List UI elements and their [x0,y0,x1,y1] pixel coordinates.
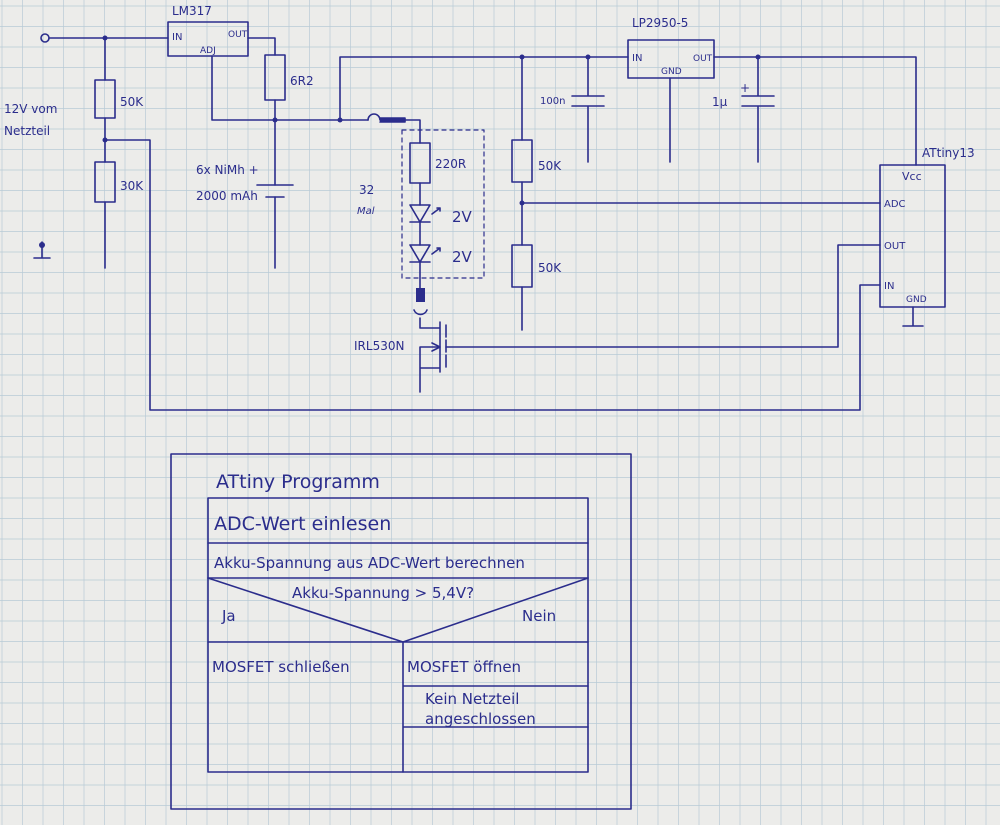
attiny13-pin-gnd: GND [906,295,927,305]
mosfet-irl530n [419,317,447,393]
lp2950-pin-gnd: GND [661,67,682,77]
lm317-pin-out: OUT [228,30,248,40]
circuit-schematic: 12V vom Netzteil LM317 IN OUT ADJ 6R2 6x… [4,4,975,411]
lp2950-pin-out: OUT [693,54,713,64]
flowchart-no-note-line2: angeschlossen [425,710,536,728]
resistor-50k-input [94,79,116,119]
capacitor-1u [741,56,775,163]
flowchart-block [207,497,589,773]
wire-ldo-input [339,56,629,121]
wire-divider-to-mcu-in [104,139,881,411]
flowchart-title: ATtiny Programm [216,471,380,493]
resistor-220r-label: 220R [435,157,466,171]
flowchart-condition: Akku-Spannung > 5,4V? [292,584,474,602]
battery-label-line2: 2000 mAh [196,189,258,203]
attiny13-pin-adc: ADC [884,199,906,210]
mosfet-label: IRL530N [354,339,404,353]
wire-lm317-out [247,37,276,56]
lm317-pin-in: IN [172,32,182,43]
resistor-50k-adc-top-label: 50K [538,159,562,173]
led2-symbol [409,244,431,263]
mosfet-arrow [431,342,441,352]
attiny13-pin-vcc: Vcc [902,170,922,183]
resistor-50k-adc-bottom [511,244,533,288]
battery-symbol [256,184,294,198]
connector-symbol-lower [413,309,428,316]
connector-symbol [367,113,381,121]
led1-symbol [409,204,431,223]
led2-voltage: 2V [452,248,473,266]
resistor-220r [409,142,431,184]
program-flowchart: ATtiny Programm ADC-Wert einlesen Akku-S… [170,453,632,810]
led1-voltage: 2V [452,208,473,226]
flowchart-step2: Akku-Spannung aus ADC-Wert berechnen [214,554,525,572]
wire-ldo-out-to-vcc [713,56,917,166]
junction-dot [272,117,278,123]
lm317-name: LM317 [172,4,212,18]
led2-emission-arrow [431,247,441,255]
flowchart-yes: Ja [221,607,236,625]
input-label-line1: 12V vom [4,102,57,116]
resistor-6r2-label: 6R2 [290,74,314,88]
lm317-regulator [167,21,249,57]
led-string-group [401,129,485,279]
flowchart-no-note-line1: Kein Netzteil [425,690,519,708]
led1-emission-arrow [431,207,441,215]
wire-to-led-string [404,119,421,144]
resistor-30k-input-label: 30K [120,179,144,193]
attiny13-name: ATtiny13 [922,146,975,160]
connector-plug [379,117,406,123]
flowchart-no-action: MOSFET öffnen [407,658,521,676]
flowchart-frame [170,453,632,810]
flowchart-no: Nein [522,607,556,625]
resistor-6r2 [264,54,286,101]
wire-adj-to-output [211,55,369,121]
lp2950-pin-in: IN [632,53,642,64]
flowchart-step1: ADC-Wert einlesen [214,513,391,535]
attiny13-pin-out: OUT [884,241,906,252]
led-string-count-unit: Mal [357,206,375,217]
attiny13-gnd-symbol [902,306,924,327]
lm317-pin-adj: ADJ [200,46,216,56]
capacitor-1u-plus: + [740,81,750,95]
resistor-50k-adc-top [511,139,533,183]
battery-label-line1: 6x NiMh + [196,163,259,177]
input-label-line2: Netzteil [4,124,50,138]
wire-mcu-out-to-gate [445,244,881,348]
lp2950-regulator [627,39,715,79]
input-terminal [40,33,50,43]
resistor-50k-adc-bottom-label: 50K [538,261,562,275]
resistor-30k-input [94,161,116,203]
capacitor-1u-label: 1µ [712,95,728,109]
capacitor-100n [571,56,605,163]
flowchart-branch-lines [207,641,589,773]
attiny13-pin-in: IN [884,281,894,292]
connector-plug-lower [416,288,425,302]
lp2950-name: LP2950-5 [632,16,688,30]
capacitor-100n-label: 100n [540,96,565,107]
led-string-count: 32 [359,183,374,197]
resistor-50k-input-label: 50K [120,95,144,109]
flowchart-yes-action: MOSFET schließen [212,658,350,676]
ground-dot [39,242,45,248]
